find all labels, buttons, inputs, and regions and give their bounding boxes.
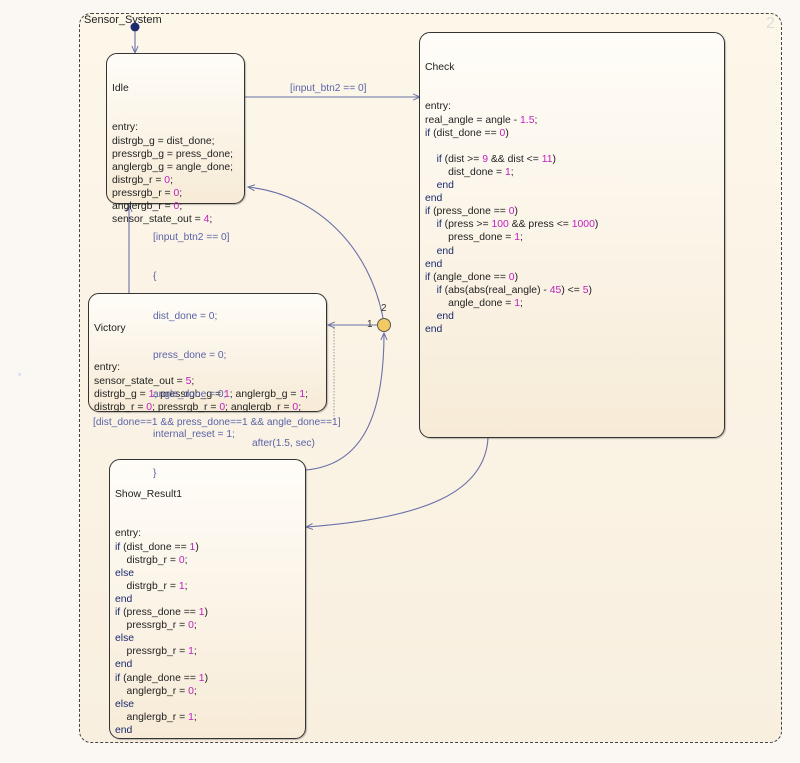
state-check-entry: entry:real_angle = angle - 1.5;if (dist_… — [425, 100, 598, 336]
stray-dot — [18, 373, 21, 376]
code-line: real_angle = angle - 1.5; — [425, 114, 538, 126]
label-junction-to-victory[interactable]: [dist_done==1 && press_done==1 && angle_… — [93, 417, 341, 428]
state-show-result1-entry: entry:if (dist_done == 1) distrgb_r = 0;… — [115, 527, 208, 737]
code-line: if (angle_done == 0) — [425, 271, 519, 283]
default-transition-dot — [130, 22, 140, 32]
state-check[interactable]: Check entry:real_angle = angle - 1.5;if … — [419, 32, 725, 438]
code-line: else — [115, 698, 135, 710]
corner-number: 2 — [766, 15, 775, 32]
code-line: if (press_done == 1) — [115, 607, 209, 619]
state-check-name: Check — [425, 62, 455, 74]
code-line: if (press >= 100 && press <= 1000) — [436, 219, 599, 231]
code-line: pressrgb_r = 0; — [112, 187, 183, 199]
code-line: end — [436, 245, 454, 257]
label-idle-to-check[interactable]: [input_btn2 == 0] — [290, 83, 367, 94]
state-victory-name: Victory — [94, 323, 126, 335]
code-line: distrgb_r = 1; — [115, 580, 188, 592]
code-line: if (press_done == 0) — [425, 206, 519, 218]
state-idle[interactable]: Idle entry:distrgb_g = dist_done;pressrg… — [106, 53, 245, 225]
code-line: distrgb_r = 0; — [112, 174, 173, 186]
code-line: if (abs(abs(real_angle) - 45) <= 5) — [436, 284, 592, 296]
state-victory[interactable]: Victory entry:sensor_state_out = 5;distr… — [88, 293, 327, 413]
code-line: pressrgb_r = 0; — [115, 620, 197, 632]
state-idle-name: Idle — [112, 83, 129, 95]
code-line: end — [425, 258, 443, 270]
state-victory-entry: entry:sensor_state_out = 5;distrgb_g = 1… — [94, 361, 308, 413]
code-line: anglergb_g = angle_done; — [112, 161, 234, 173]
code-line: if (dist_done == 0) — [425, 127, 509, 139]
code-line: else — [115, 567, 135, 579]
code-line: anglergb_r = 0; — [112, 201, 183, 213]
junction-order-1: 1 — [367, 319, 373, 330]
transition-junction-to-idle[interactable] — [248, 187, 384, 319]
code-line: end — [115, 593, 133, 605]
code-line: end — [436, 310, 454, 322]
code-line — [425, 140, 598, 153]
code-line: entry: — [115, 528, 141, 540]
code-line: distrgb_r = 0; — [115, 554, 188, 566]
state-show-result1-name: Show_Result1 — [115, 489, 183, 501]
code-line: angle_done = 1; — [425, 297, 523, 309]
transition-show-result-to-junction[interactable] — [305, 333, 384, 471]
label-show-result-to-junction[interactable]: after(1.5, sec) — [252, 438, 315, 449]
label-victory-to-idle[interactable]: [input_btn2 == 0] { dist_done = 0; press… — [153, 232, 235, 479]
code-line: if (angle_done == 1) — [115, 672, 209, 684]
code-line: if (dist_done == 1) — [115, 541, 199, 553]
code-line: entry: — [112, 122, 138, 134]
code-line: anglergb_r = 1; — [115, 711, 197, 723]
state-show-result1[interactable]: Show_Result1 entry:if (dist_done == 1) d… — [109, 459, 306, 739]
code-line: sensor_state_out = 4; — [112, 214, 213, 226]
connective-junction[interactable] — [377, 318, 391, 332]
code-line: entry: — [94, 362, 120, 374]
code-line: pressrgb_g = press_done; — [112, 148, 234, 160]
code-line: anglergb_r = 0; — [115, 685, 197, 697]
code-line: end — [425, 193, 443, 205]
code-line: end — [425, 324, 443, 336]
code-line: if (dist >= 9 && dist <= 11) — [436, 153, 556, 165]
junction-order-2: 2 — [381, 303, 387, 314]
code-line: distrgb_g = 1; pressrgb_g = 1; anglergb_… — [94, 388, 309, 400]
code-line: end — [436, 180, 454, 192]
code-line: sensor_state_out = 5; — [94, 375, 195, 387]
code-line: distrgb_r = 0; pressrgb_r = 0; anglergb_… — [94, 401, 302, 413]
transition-check-to-show-result[interactable] — [306, 437, 489, 527]
code-line: dist_done = 1; — [425, 166, 514, 178]
state-idle-entry: entry:distrgb_g = dist_done;pressrgb_g =… — [112, 121, 233, 226]
code-line: end — [115, 724, 133, 736]
code-line: else — [115, 633, 135, 645]
code-line: distrgb_g = dist_done; — [112, 135, 215, 147]
superstate-title: Sensor_System — [84, 14, 162, 26]
code-line: press_done = 1; — [425, 232, 523, 244]
code-line: pressrgb_r = 1; — [115, 646, 197, 658]
code-line: end — [115, 659, 133, 671]
code-line: entry: — [425, 101, 451, 113]
